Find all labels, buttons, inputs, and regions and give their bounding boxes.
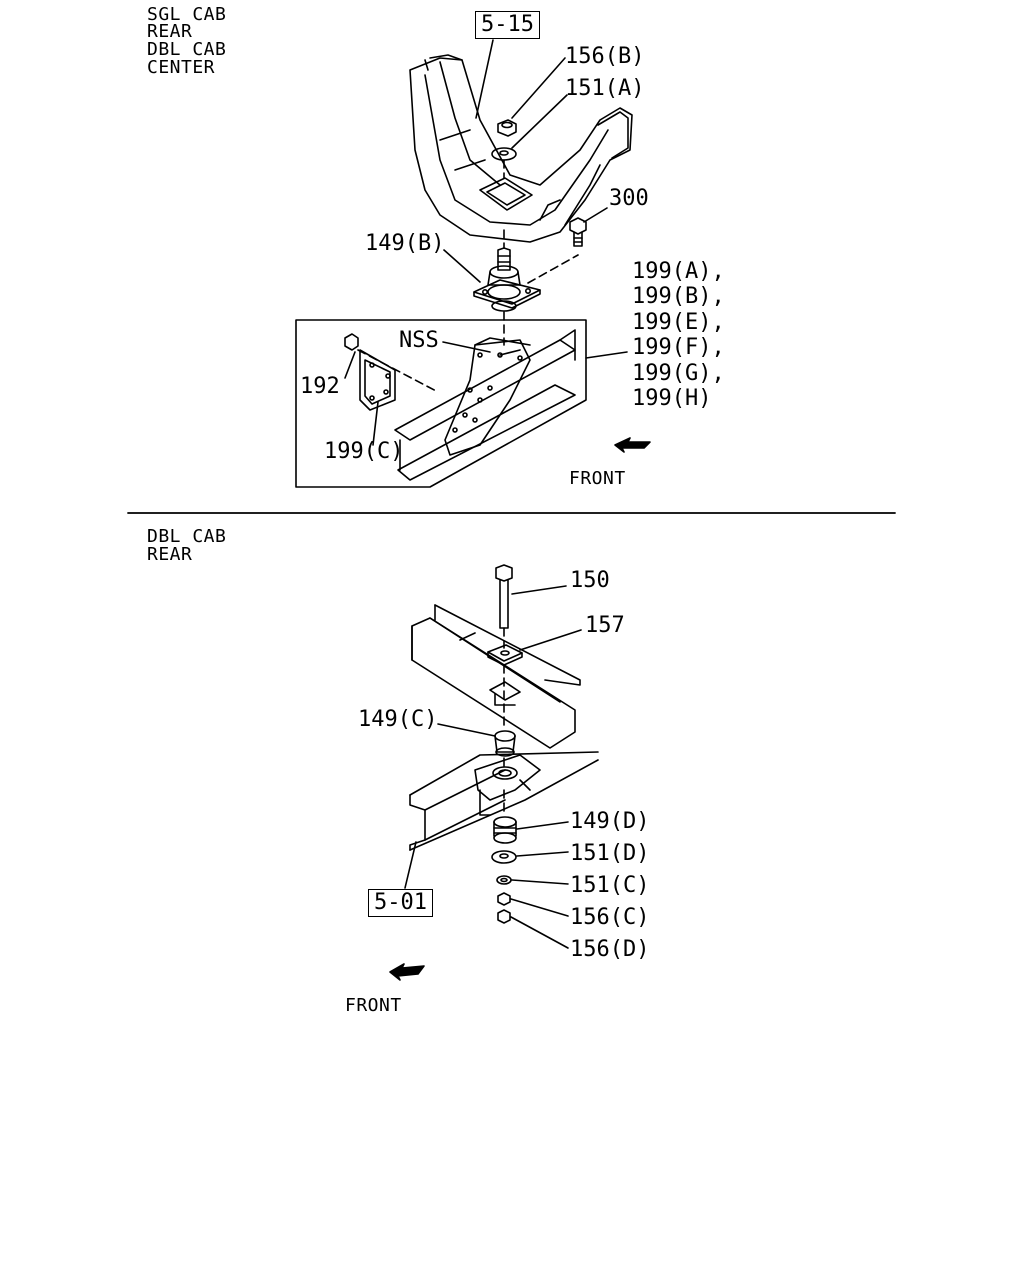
top-header-line-3: DBL CAB: [147, 39, 227, 60]
bottom-header-line-1: DBL CAB: [147, 526, 227, 547]
label-199c[interactable]: 199(C): [324, 439, 404, 464]
vehicle-frame-rail: [410, 752, 598, 850]
top-header-line-4: CENTER: [147, 57, 216, 78]
washer-151c: [497, 876, 511, 884]
nut-156c: [498, 893, 510, 905]
label-149d[interactable]: 149(D): [570, 809, 650, 834]
label-199e[interactable]: 199(E),: [632, 310, 725, 335]
cab-mount-149c: [495, 731, 515, 756]
nut-156d: [498, 910, 510, 923]
label-150[interactable]: 150: [570, 568, 610, 593]
label-157[interactable]: 157: [585, 613, 625, 638]
label-156d[interactable]: 156(D): [570, 937, 650, 962]
label-192[interactable]: 192: [300, 374, 340, 399]
label-151c[interactable]: 151(C): [570, 873, 650, 898]
label-300[interactable]: 300: [609, 186, 649, 211]
front-label-bottom: FRONT: [345, 995, 402, 1016]
label-199g[interactable]: 199(G),: [632, 361, 725, 386]
label-151a[interactable]: 151(A): [565, 76, 645, 101]
label-156c[interactable]: 156(C): [570, 905, 650, 930]
label-156b[interactable]: 156(B): [565, 44, 645, 69]
bolt-150: [496, 565, 512, 628]
label-149c[interactable]: 149(C): [358, 707, 438, 732]
front-arrow-bottom-shape: [390, 964, 424, 980]
nut-156b: [498, 120, 516, 136]
label-149b[interactable]: 149(B): [365, 231, 445, 256]
ref-box-5-15[interactable]: 5-15: [475, 11, 540, 39]
label-199b[interactable]: 199(B),: [632, 284, 725, 309]
front-arrow-top-shape: [615, 438, 650, 452]
label-199f[interactable]: 199(F),: [632, 335, 725, 360]
assembly-center-lines: [358, 160, 578, 392]
label-151d[interactable]: 151(D): [570, 841, 650, 866]
bottom-leader-lines: [405, 586, 581, 948]
label-199a[interactable]: 199(A),: [632, 259, 725, 284]
top-leader-lines: [345, 40, 627, 445]
bolt-300: [570, 218, 586, 246]
cab-mount-149b: [474, 248, 540, 311]
frame-bracket-assembly: [296, 320, 586, 487]
bottom-header-line-2: REAR: [147, 544, 193, 565]
cab-floor-sill: [412, 605, 580, 748]
cab-mount-149d: [494, 817, 516, 843]
washer-151d: [492, 851, 516, 863]
ref-box-5-01[interactable]: 5-01: [368, 889, 433, 917]
label-199h[interactable]: 199(H): [632, 386, 712, 411]
cab-crossmember-bracket: [410, 55, 632, 242]
top-header-line-1: SGL CAB: [147, 4, 227, 25]
front-label-top: FRONT: [569, 468, 626, 489]
washer-151a: [492, 148, 516, 160]
label-nss[interactable]: NSS: [399, 328, 439, 353]
top-header-line-2: REAR: [147, 21, 193, 42]
